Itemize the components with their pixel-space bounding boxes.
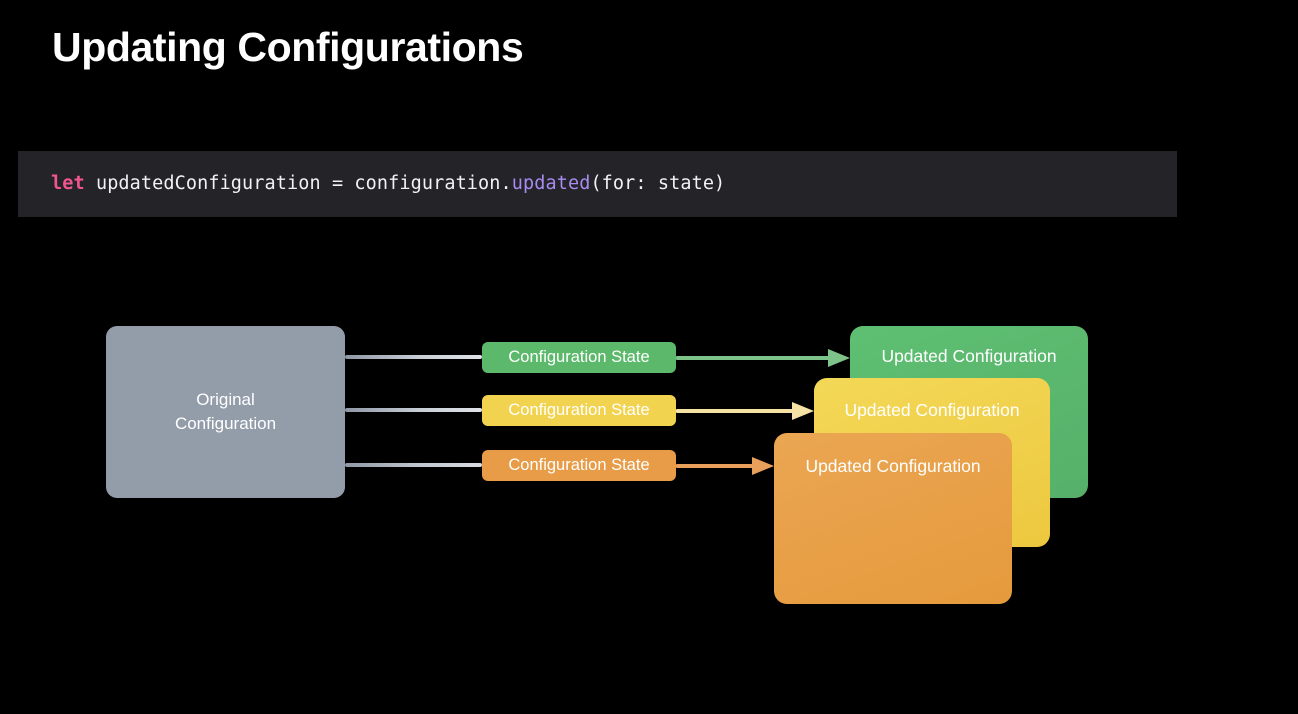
- code-block: let updatedConfiguration = configuration…: [18, 151, 1177, 217]
- arrow-shaft: [676, 356, 834, 360]
- arrow-shaft: [676, 464, 758, 468]
- code-method-name: updated: [511, 172, 591, 194]
- configuration-state-label: Configuration State: [508, 456, 650, 474]
- configuration-state-pill-orange: Configuration State: [482, 450, 676, 481]
- arrow-green-icon: [676, 348, 850, 368]
- arrow-yellow-icon: [676, 401, 814, 421]
- connector-line-2: [345, 408, 482, 412]
- original-configuration-label-line-1: Original: [196, 389, 255, 409]
- arrow-shaft: [676, 409, 798, 413]
- configuration-state-label: Configuration State: [508, 348, 650, 366]
- arrow-orange-icon: [676, 456, 774, 476]
- code-keyword: let: [51, 172, 85, 194]
- code-text-before-method: updatedConfiguration = configuration.: [84, 172, 512, 194]
- original-configuration-node: Original Configuration: [106, 326, 345, 498]
- configuration-state-pill-green: Configuration State: [482, 342, 676, 373]
- connector-line-3: [345, 463, 482, 467]
- original-configuration-label-line-2: Configuration: [174, 414, 277, 433]
- code-line: let updatedConfiguration = configuration…: [51, 172, 726, 194]
- configuration-state-label: Configuration State: [508, 401, 650, 419]
- updated-configuration-label: Updated Configuration: [844, 400, 1020, 420]
- arrow-head: [828, 349, 850, 367]
- page-title: Updating Configurations: [52, 24, 524, 70]
- configuration-state-pill-yellow: Configuration State: [482, 395, 676, 426]
- updated-configuration-label: Updated Configuration: [881, 346, 1057, 366]
- arrow-head: [792, 402, 814, 420]
- arrow-head: [752, 457, 774, 475]
- code-text-after-method: (for: state): [590, 172, 726, 194]
- original-configuration-label: Original Configuration: [175, 388, 276, 436]
- connector-line-1: [345, 355, 482, 359]
- updated-configuration-label: Updated Configuration: [805, 456, 981, 476]
- updated-configuration-card-orange: Updated Configuration: [774, 433, 1012, 604]
